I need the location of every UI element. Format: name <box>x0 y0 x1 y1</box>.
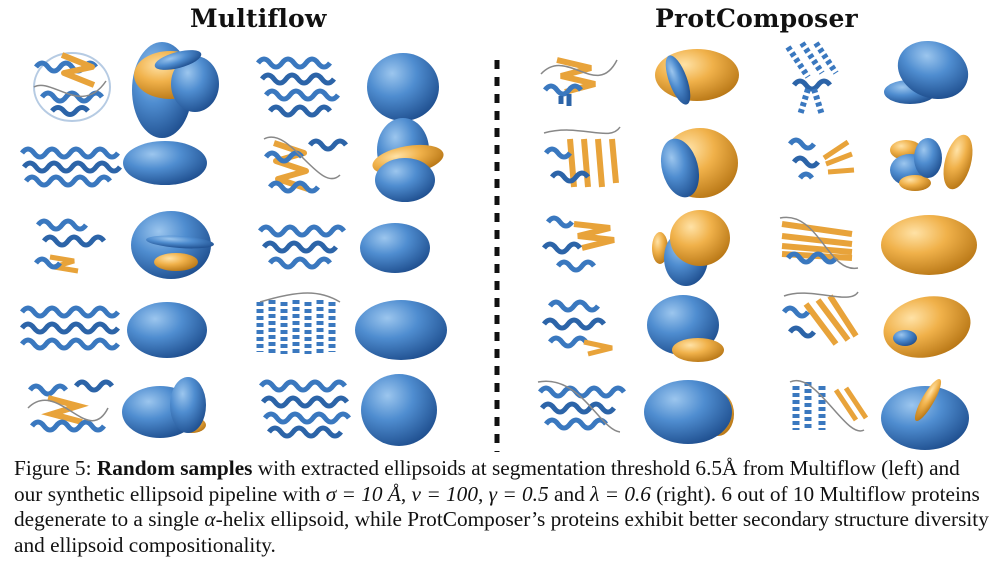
mf-ellipsoid-3a <box>131 211 214 279</box>
pc-structure-4b <box>782 291 859 346</box>
pc-structure-5a <box>537 380 626 433</box>
mf-structure-3b <box>258 224 346 270</box>
mf-ellipsoid-4b <box>355 300 447 360</box>
pc-structure-3a <box>542 215 615 273</box>
mf-ellipsoid-4a <box>127 302 207 358</box>
pc-structure-1b <box>785 41 839 116</box>
caption-nu: ν = 100 <box>411 481 478 506</box>
pc-structure-2a <box>543 126 621 188</box>
caption-lambda: λ = 0.6 <box>590 481 651 506</box>
pc-ellipsoid-5b <box>881 379 969 450</box>
mf-structure-5b <box>259 379 351 439</box>
caption-sigma: σ = 10 Å <box>325 481 401 506</box>
mf-structure-2a <box>20 146 122 188</box>
mf-ellipsoid-3b <box>360 223 430 273</box>
mf-structure-1a <box>33 52 111 122</box>
pc-ellipsoid-3a <box>652 210 730 286</box>
mf-ellipsoid-2a <box>123 141 207 185</box>
protcomposer-title: ProtComposer <box>655 4 858 33</box>
caption-alpha: α <box>204 507 216 532</box>
mf-ellipsoid-5a <box>122 377 206 438</box>
mf-ellipsoid-1a <box>132 42 219 138</box>
mf-structure-4a <box>20 305 120 351</box>
pc-ellipsoid-1a <box>655 49 739 105</box>
caption-gamma: γ = 0.5 <box>488 481 549 506</box>
pc-structure-2b <box>788 137 855 180</box>
pc-ellipsoid-4a <box>647 295 724 362</box>
pc-structure-3b <box>779 216 859 269</box>
mf-structure-5a <box>27 379 114 433</box>
pc-ellipsoid-2a <box>660 128 738 198</box>
pc-ellipsoid-2b <box>890 134 973 191</box>
mf-ellipsoid-1b <box>367 53 439 121</box>
pc-ellipsoid-4b <box>883 296 971 358</box>
figure-caption: Figure 5: Random samples with extracted … <box>14 456 992 558</box>
caption-text-1: with extracted ellipsoids at segmentatio… <box>14 456 960 506</box>
caption-text-2: (right). 6 out of 10 Multiflow proteins … <box>14 481 980 532</box>
mf-structure-2b <box>263 136 348 194</box>
pc-ellipsoid-3b <box>881 215 977 275</box>
mf-ellipsoid-5b <box>361 374 437 446</box>
caption-label: Figure 5: <box>14 456 92 480</box>
pc-ellipsoid-1b <box>884 40 969 104</box>
mf-structure-1b <box>256 56 340 118</box>
multiflow-title: Multiflow <box>190 4 327 33</box>
pc-structure-1a <box>540 57 618 106</box>
caption-bold: Random samples <box>96 456 253 480</box>
figure-panel <box>20 40 977 452</box>
mf-structure-3a <box>34 218 106 274</box>
caption-sep-1: , <box>400 481 407 506</box>
mf-ellipsoid-2b <box>372 118 444 202</box>
pc-structure-5b <box>789 379 869 432</box>
mf-structure-4b <box>256 292 341 354</box>
caption-text-3: -helix ellipsoid, while ProtComposer’s p… <box>14 507 989 557</box>
pc-ellipsoid-5a <box>644 380 734 444</box>
pc-structure-4a <box>542 299 613 357</box>
caption-sep-2: , <box>477 481 484 506</box>
caption-and: and <box>554 481 585 506</box>
